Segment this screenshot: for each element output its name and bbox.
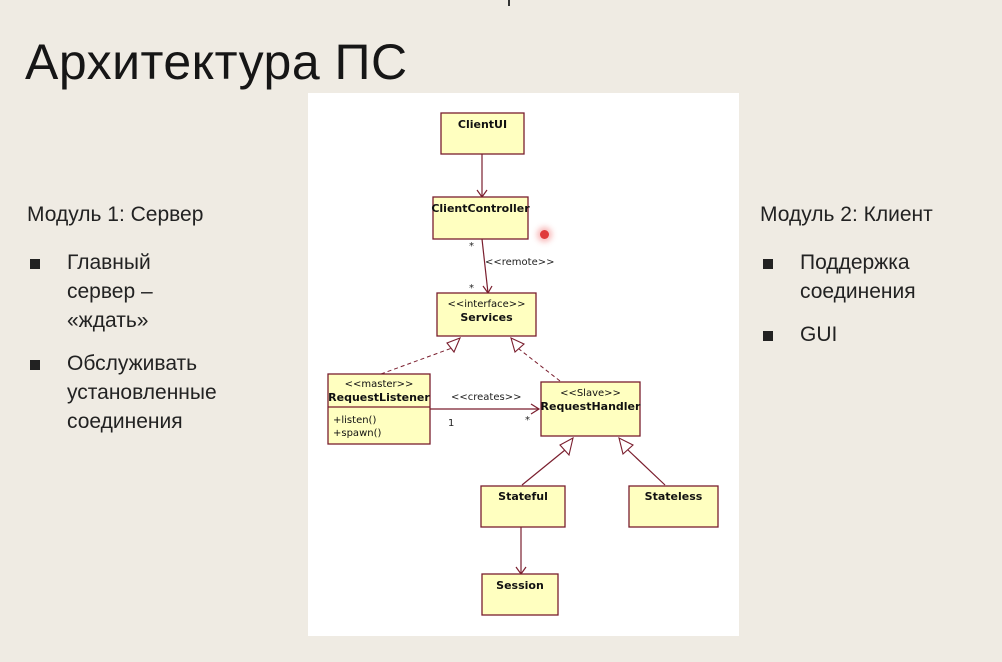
client-item-line: GUI — [800, 323, 838, 346]
handler-realization-line — [518, 348, 561, 382]
handler-realization-triangle — [510, 336, 525, 353]
square-bullet-icon — [30, 259, 40, 269]
class-request-listener-method: +listen() — [333, 415, 376, 426]
server-module: Модуль 1: Сервер Главный сервер – «ждать… — [27, 200, 257, 450]
class-request-listener-stereotype: <<master>> — [345, 379, 414, 390]
uml-diagram-canvas: <<remote>> * * <<creates>> 1 * ClientUI … — [327, 112, 719, 616]
uml-class-diagram: <<remote>> * * <<creates>> 1 * ClientUI … — [308, 93, 739, 636]
class-request-listener-name: RequestListener — [328, 391, 430, 404]
client-item-line: Поддержка — [800, 251, 910, 274]
client-module: Модуль 2: Клиент Поддержка соединения GU… — [760, 200, 990, 363]
class-request-handler: <<Slave>> RequestHandler — [540, 381, 641, 437]
top-edge-mark — [508, 0, 518, 6]
remote-link — [481, 238, 489, 294]
server-item-line: соединения — [67, 410, 183, 433]
stateless-generalization-triangle — [618, 436, 634, 456]
class-stateful-name: Stateful — [498, 490, 548, 503]
class-services: <<interface>> Services — [436, 292, 537, 337]
square-bullet-icon — [763, 259, 773, 269]
class-stateless: Stateless — [628, 485, 719, 528]
remote-multiplicity-source: * — [469, 241, 474, 252]
stateful-generalization-triangle — [559, 436, 574, 457]
slide-title: Архитектура ПС — [25, 34, 408, 90]
server-item-serve-connections: Обслуживать установленные соединения — [27, 349, 257, 436]
listener-realization-triangle — [446, 337, 462, 354]
class-request-listener-method: +spawn() — [333, 428, 381, 439]
class-session: Session — [481, 573, 559, 616]
server-item-line: Главный — [67, 251, 151, 274]
listener-realization-line — [380, 347, 453, 375]
server-module-title: Модуль 1: Сервер — [27, 203, 204, 226]
class-services-stereotype: <<interface>> — [447, 299, 525, 310]
stateless-generalization-line — [627, 449, 666, 486]
client-module-list: Поддержка соединения GUI — [760, 248, 990, 349]
server-item-main-server: Главный сервер – «ждать» — [27, 248, 257, 335]
class-client-controller-name: ClientController — [431, 202, 530, 215]
creates-label: <<creates>> — [451, 392, 521, 403]
class-client-ui: ClientUI — [440, 112, 525, 155]
class-request-listener: <<master>> RequestListener +listen() +sp… — [327, 373, 431, 445]
remote-label: <<remote>> — [485, 257, 555, 268]
creates-multiplicity-target: * — [525, 415, 530, 426]
server-item-line: сервер – — [67, 280, 153, 303]
client-item-gui: GUI — [760, 320, 990, 349]
creates-link-arrowhead — [530, 403, 541, 415]
laser-pointer-dot — [540, 230, 549, 239]
class-request-handler-name: RequestHandler — [541, 400, 641, 413]
class-request-handler-stereotype: <<Slave>> — [560, 388, 621, 399]
client-item-line: соединения — [800, 280, 916, 303]
class-stateful: Stateful — [480, 485, 566, 528]
stateful-generalization-line — [521, 449, 566, 486]
server-item-line: установленные — [67, 381, 217, 404]
class-stateless-name: Stateless — [645, 490, 703, 503]
remote-multiplicity-target: * — [469, 283, 474, 294]
creates-multiplicity-source: 1 — [448, 418, 454, 429]
class-client-ui-name: ClientUI — [458, 118, 507, 131]
square-bullet-icon — [30, 360, 40, 370]
client-module-title: Модуль 2: Клиент — [760, 203, 933, 226]
server-module-list: Главный сервер – «ждать» Обслуживать уст… — [27, 248, 257, 436]
class-services-name: Services — [460, 311, 513, 324]
class-client-controller: ClientController — [431, 196, 530, 240]
client-item-connection-support: Поддержка соединения — [760, 248, 990, 306]
class-session-name: Session — [496, 579, 544, 592]
server-item-line: Обслуживать — [67, 352, 198, 375]
square-bullet-icon — [763, 331, 773, 341]
server-item-line: «ждать» — [67, 309, 149, 332]
